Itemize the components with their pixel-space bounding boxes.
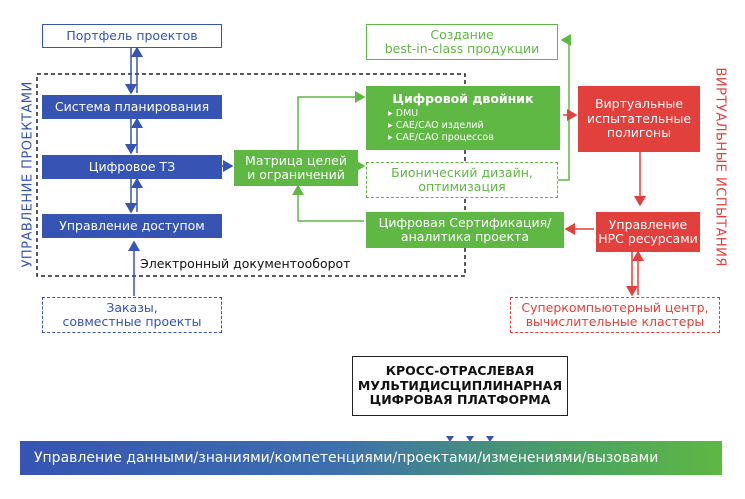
supercomputer-box[interactable]: Суперкомпьютерный центр, вычислительные … xyxy=(510,297,720,333)
supercomputer-line-1: Суперкомпьютерный центр, xyxy=(521,299,709,315)
bionic-design-box[interactable]: Бионический дизайн, оптимизация xyxy=(366,162,558,198)
hpc-line-2: HPC ресурсами xyxy=(598,231,698,246)
platform-line-3: ЦИФРОВАЯ ПЛАТФОРМА xyxy=(369,392,551,408)
platform-box[interactable]: КРОСС-ОТРАСЛЕВАЯ МУЛЬТИДИСЦИПЛИНАРНАЯ ЦИ… xyxy=(352,356,568,416)
digital-tz-box[interactable]: Цифровое ТЗ xyxy=(42,155,222,179)
supercomputer-line-2: вычислительные кластеры xyxy=(525,314,705,329)
bottom-bar-label: Управление данными/знаниями/компетенциям… xyxy=(34,450,659,466)
arrow-cert-matrix xyxy=(292,184,364,222)
best-in-class-line-1: Создание xyxy=(430,26,494,42)
orders-line-1: Заказы, xyxy=(106,299,158,315)
bionic-line-1: Бионический дизайн, xyxy=(391,164,533,180)
bionic-line-2: оптимизация xyxy=(418,179,506,194)
bottom-management-bar: Управление данными/знаниями/компетенциям… xyxy=(20,441,722,475)
certification-line-2: аналитика проекта xyxy=(400,229,530,244)
digital-twin-item: DMU xyxy=(366,108,560,120)
certification-line-1: Цифровая Сертификация/ xyxy=(378,214,552,230)
access-management-box[interactable]: Управление доступом xyxy=(42,214,222,238)
planning-system-label: Система планирования xyxy=(54,98,210,114)
marker-triangle-3 xyxy=(486,436,494,442)
virtual-line-1: Виртуальные xyxy=(594,96,684,112)
edo-label: Электронный документооборот xyxy=(140,256,351,271)
matrix-box[interactable]: Матрица целей и ограничений xyxy=(234,150,358,186)
platform-line-1: КРОСС-ОТРАСЛЕВАЯ xyxy=(385,363,535,379)
platform-line-2: МУЛЬТИДИСЦИПЛИНАРНАЯ xyxy=(357,377,563,393)
marker-triangle-2 xyxy=(466,436,474,442)
virtual-line-3: полигоны xyxy=(606,125,672,141)
access-management-label: Управление доступом xyxy=(59,217,205,233)
digital-twin-box[interactable]: Цифровой двойник DMU CAE/CAO изделий CAE… xyxy=(366,86,560,150)
digital-twin-item: CAE/CAO процессов xyxy=(366,132,560,144)
marker-triangle-1 xyxy=(446,436,454,442)
arrow-matrix-twin xyxy=(297,91,366,150)
hpc-management-box[interactable]: Управление HPC ресурсами xyxy=(596,212,700,252)
left-side-label: УПРАВЛЕНИЕ ПРОЕКТАМИ xyxy=(20,81,36,268)
digital-tz-label: Цифровое ТЗ xyxy=(88,158,176,174)
virtual-test-grounds-box[interactable]: Виртуальные испытательные полигоны xyxy=(578,86,700,152)
right-side-label: ВИРТУАЛЬНЫЕ ИСПЫТАНИЯ xyxy=(712,67,728,267)
portfolio-box[interactable]: Портфель проектов xyxy=(42,24,222,48)
portfolio-label: Портфель проектов xyxy=(66,27,198,43)
best-in-class-line-2: best-in-class продукции xyxy=(384,41,540,56)
matrix-line-1: Матрица целей xyxy=(245,152,347,168)
planning-system-box[interactable]: Система планирования xyxy=(42,95,222,119)
orders-box[interactable]: Заказы, совместные проекты xyxy=(42,297,222,333)
orders-line-2: совместные проекты xyxy=(62,314,202,329)
virtual-line-2: испытательные xyxy=(586,110,692,126)
matrix-line-2: и ограничений xyxy=(247,167,345,182)
best-in-class-box[interactable]: Создание best-in-class продукции xyxy=(366,24,558,60)
hpc-line-1: Управление xyxy=(608,216,688,232)
digital-twin-item: CAE/CAO изделий xyxy=(366,120,560,132)
certification-box[interactable]: Цифровая Сертификация/ аналитика проекта xyxy=(366,212,564,248)
digital-twin-title: Цифровой двойник xyxy=(392,91,534,106)
